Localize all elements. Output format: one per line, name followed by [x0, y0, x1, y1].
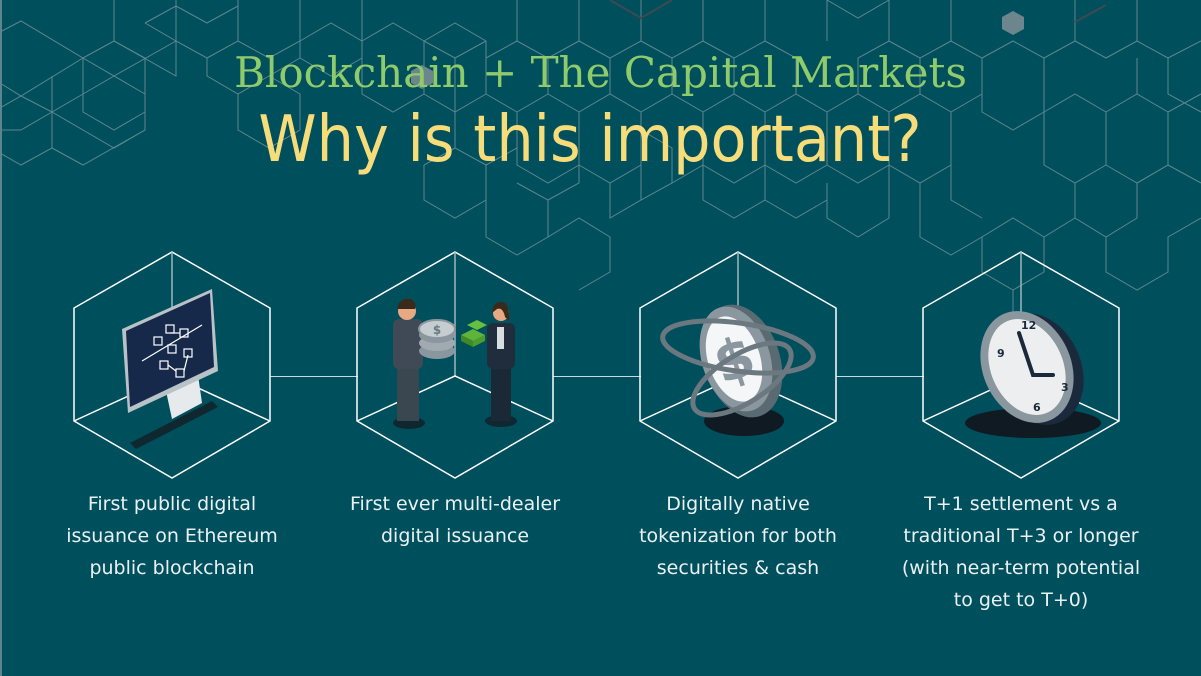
caption-line: First public digital [87, 493, 257, 515]
caption-line: First ever multi-dealer [349, 493, 561, 515]
feature-2-caption: First ever multi-dealer digital issuance [320, 488, 590, 552]
token-coin-icon: $ [660, 304, 816, 436]
bg-hex-dot [1002, 11, 1024, 35]
caption-line: digital issuance [380, 525, 530, 547]
caption-line: (with near-term potential [901, 557, 1141, 579]
caption-line: to get to T+0) [953, 589, 1089, 611]
caption-line: securities & cash [656, 557, 820, 579]
svg-text:9: 9 [997, 347, 1005, 360]
svg-text:$: $ [433, 323, 441, 337]
caption-line: issuance on Ethereum [66, 525, 278, 547]
page-subtitle: Why is this important? [258, 103, 922, 177]
bg-hex-dot [411, 65, 433, 89]
connector-line [270, 376, 358, 377]
caption-line: Digitally native [666, 493, 810, 515]
connector-line [553, 376, 641, 377]
feature-3-hex: $ [639, 251, 837, 479]
caption-line: traditional T+3 or longer [903, 525, 1139, 547]
people-exchange-icon: $ [393, 298, 517, 429]
feature-1-hex [73, 251, 271, 479]
feature-3-caption: Digitally native tokenization for both s… [603, 488, 873, 584]
connector-line [836, 376, 924, 377]
feature-1-caption: First public digital issuance on Ethereu… [37, 488, 307, 584]
left-edge-line [0, 0, 2, 676]
caption-line: T+1 settlement vs a [924, 493, 1118, 515]
monitor-blockchain-icon [122, 289, 218, 449]
svg-text:12: 12 [1021, 319, 1036, 332]
svg-text:6: 6 [1033, 401, 1041, 414]
caption-line: tokenization for both [639, 525, 837, 547]
feature-4-hex: 12 3 6 9 [922, 251, 1120, 479]
svg-text:3: 3 [1061, 381, 1069, 394]
clock-icon: 12 3 6 9 [965, 311, 1101, 438]
feature-2-hex: $ [356, 251, 554, 479]
feature-4-caption: T+1 settlement vs a traditional T+3 or l… [886, 488, 1156, 616]
caption-line: public blockchain [89, 557, 255, 579]
page-title: Blockchain + The Capital Markets [234, 48, 967, 97]
